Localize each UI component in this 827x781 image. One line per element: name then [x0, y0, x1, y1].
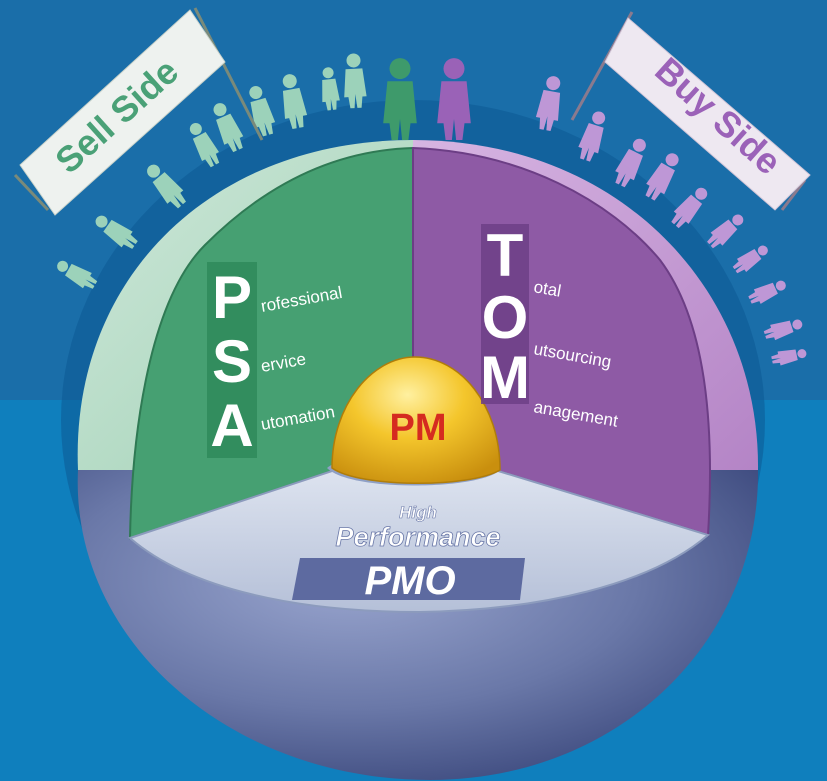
pmo-performance-label: Performance [335, 522, 500, 552]
tom-word-total: otal [532, 277, 562, 300]
psa-letter-s: S [212, 328, 252, 395]
tom-letter-m: M [480, 344, 530, 411]
pm-dome [331, 356, 501, 484]
psa-letter-a: A [210, 392, 253, 459]
pmo-floor [128, 469, 711, 614]
tom-letter-band [481, 224, 529, 404]
pmo-label-box [292, 558, 525, 600]
tom-letter-t: T [487, 222, 524, 289]
tom-letter-o: O [482, 284, 529, 351]
psa-letter-band [207, 262, 257, 458]
pmo-high-label: High [399, 503, 437, 522]
pmo-label: PMO [364, 559, 455, 603]
psa-letter-p: P [212, 264, 252, 331]
pm-label: PM [390, 407, 447, 449]
